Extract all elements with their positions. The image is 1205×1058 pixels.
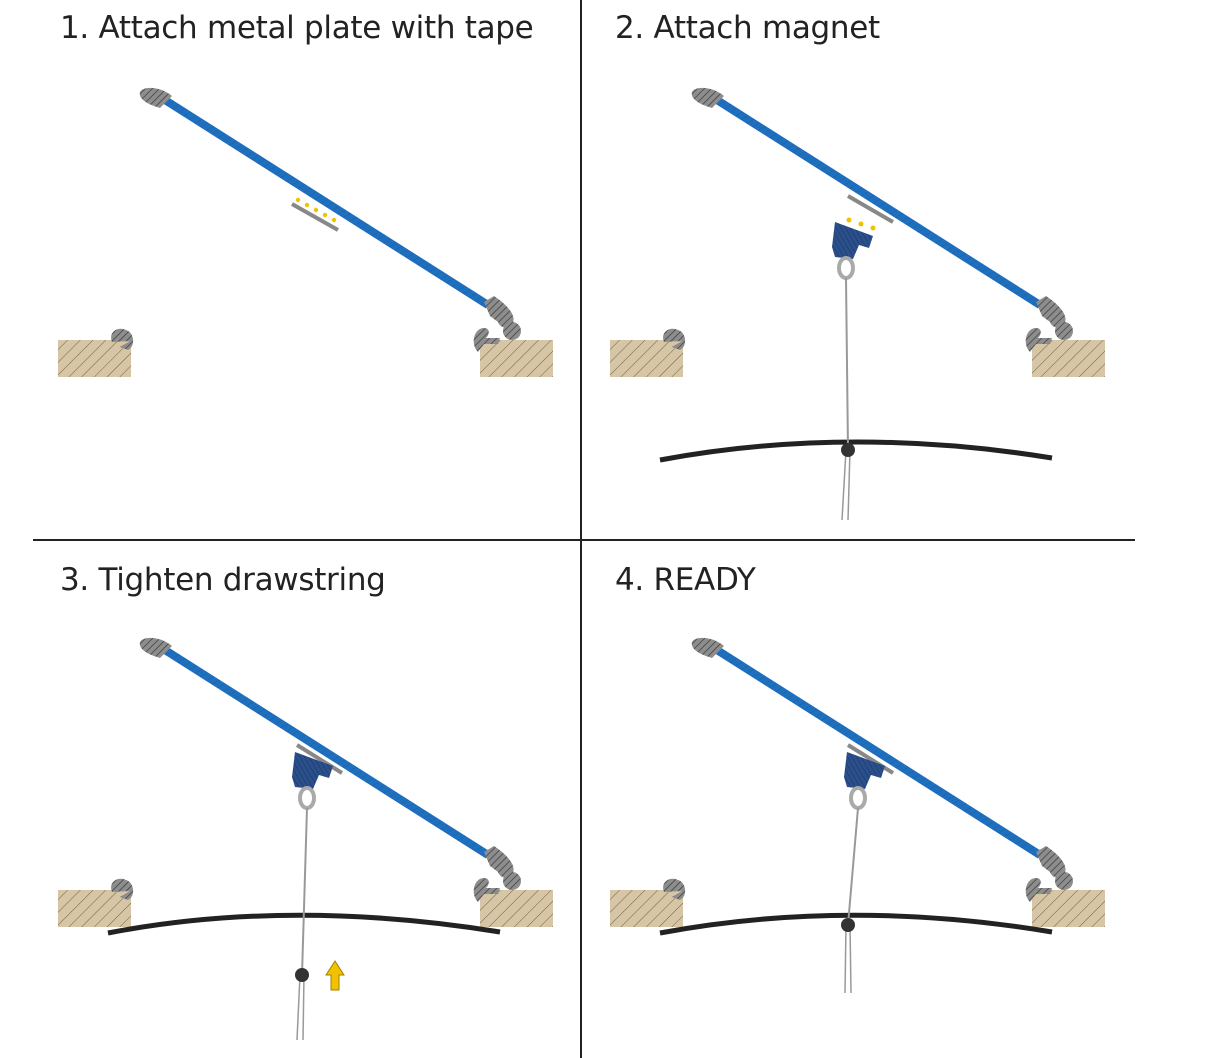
cord-stopper-ball: [841, 443, 855, 457]
up-arrow-icon: [325, 960, 345, 991]
pole-bottom-hook-icon: [484, 296, 514, 328]
blue-pole-overlay: [162, 96, 491, 309]
panel-2: [610, 87, 1105, 521]
panel-1: [58, 87, 553, 377]
panel-1-title: 1. Attach metal plate with tape: [60, 10, 534, 46]
left-wood-block: [58, 890, 131, 927]
drawstring: [847, 807, 859, 926]
curved-surface: [659, 912, 1053, 936]
cord-stopper-ball: [841, 918, 855, 932]
metal-plate: [846, 194, 895, 224]
panel-4: [610, 637, 1105, 994]
curved-surface: [659, 439, 1053, 463]
tape-dot: [846, 217, 852, 223]
panel-4-title: 4. READY: [615, 562, 756, 598]
pole-top-hook-icon: [691, 87, 724, 108]
left-wood-block: [610, 340, 683, 377]
tape-dot: [313, 207, 319, 213]
tape-dot: [870, 225, 876, 231]
left-wood-block: [58, 340, 131, 377]
left-block-hook-icon: [111, 878, 134, 900]
metal-plate: [846, 743, 895, 775]
metal-plate: [295, 743, 344, 775]
pole-bottom-hook-icon: [1036, 296, 1066, 328]
panel-2-title: 2. Attach magnet: [615, 10, 880, 46]
ring-icon: [837, 256, 855, 280]
tape-dot: [304, 202, 310, 208]
ring-icon: [298, 786, 316, 810]
drawstring: [845, 277, 849, 451]
right-wood-block: [480, 340, 553, 377]
left-wood-block: [610, 890, 683, 927]
curved-surface: [107, 912, 501, 936]
left-block-hook-icon: [663, 878, 686, 900]
panel-3: [58, 637, 553, 1041]
panel-3-title: 3. Tighten drawstring: [60, 562, 386, 598]
drawstring-end: [847, 449, 851, 521]
right-block-hook-icon: [1025, 878, 1052, 902]
drawstring-end: [296, 974, 301, 1041]
drawstring-end: [849, 924, 852, 994]
right-wood-block: [1032, 340, 1105, 377]
pole-top-hook-icon: [139, 637, 172, 658]
tape-dot: [322, 212, 328, 218]
magnet-icon: [844, 752, 885, 789]
blue-pole-overlay: [714, 96, 1043, 309]
metal-plate: [291, 202, 339, 232]
blue-pole-overlay: [162, 646, 491, 859]
pole-bottom-hook-icon: [1036, 846, 1066, 878]
right-block-hook-icon: [1025, 328, 1052, 352]
right-wood-block: [480, 890, 553, 927]
tape-dot: [858, 221, 864, 227]
right-wood-block: [1032, 890, 1105, 927]
drawstring-end: [844, 924, 847, 994]
magnet-icon: [292, 752, 333, 789]
drawstring: [301, 807, 308, 976]
pole-top-hook-icon: [691, 637, 724, 658]
ring-icon: [849, 786, 867, 810]
tape-dot: [331, 217, 337, 223]
pole-bottom-hook-icon: [484, 846, 514, 878]
right-block-hook-icon: [473, 328, 500, 352]
drawstring-end: [302, 974, 305, 1041]
left-block-hook-icon: [663, 328, 686, 350]
right-block-hook-icon: [473, 878, 500, 902]
cord-stopper-ball: [295, 968, 309, 982]
pole-top-hook-icon: [139, 87, 172, 108]
magnet-icon: [832, 222, 873, 259]
drawstring-end: [841, 449, 847, 521]
tape-dot: [295, 197, 301, 203]
left-block-hook-icon: [111, 328, 134, 350]
blue-pole-overlay: [714, 646, 1043, 859]
